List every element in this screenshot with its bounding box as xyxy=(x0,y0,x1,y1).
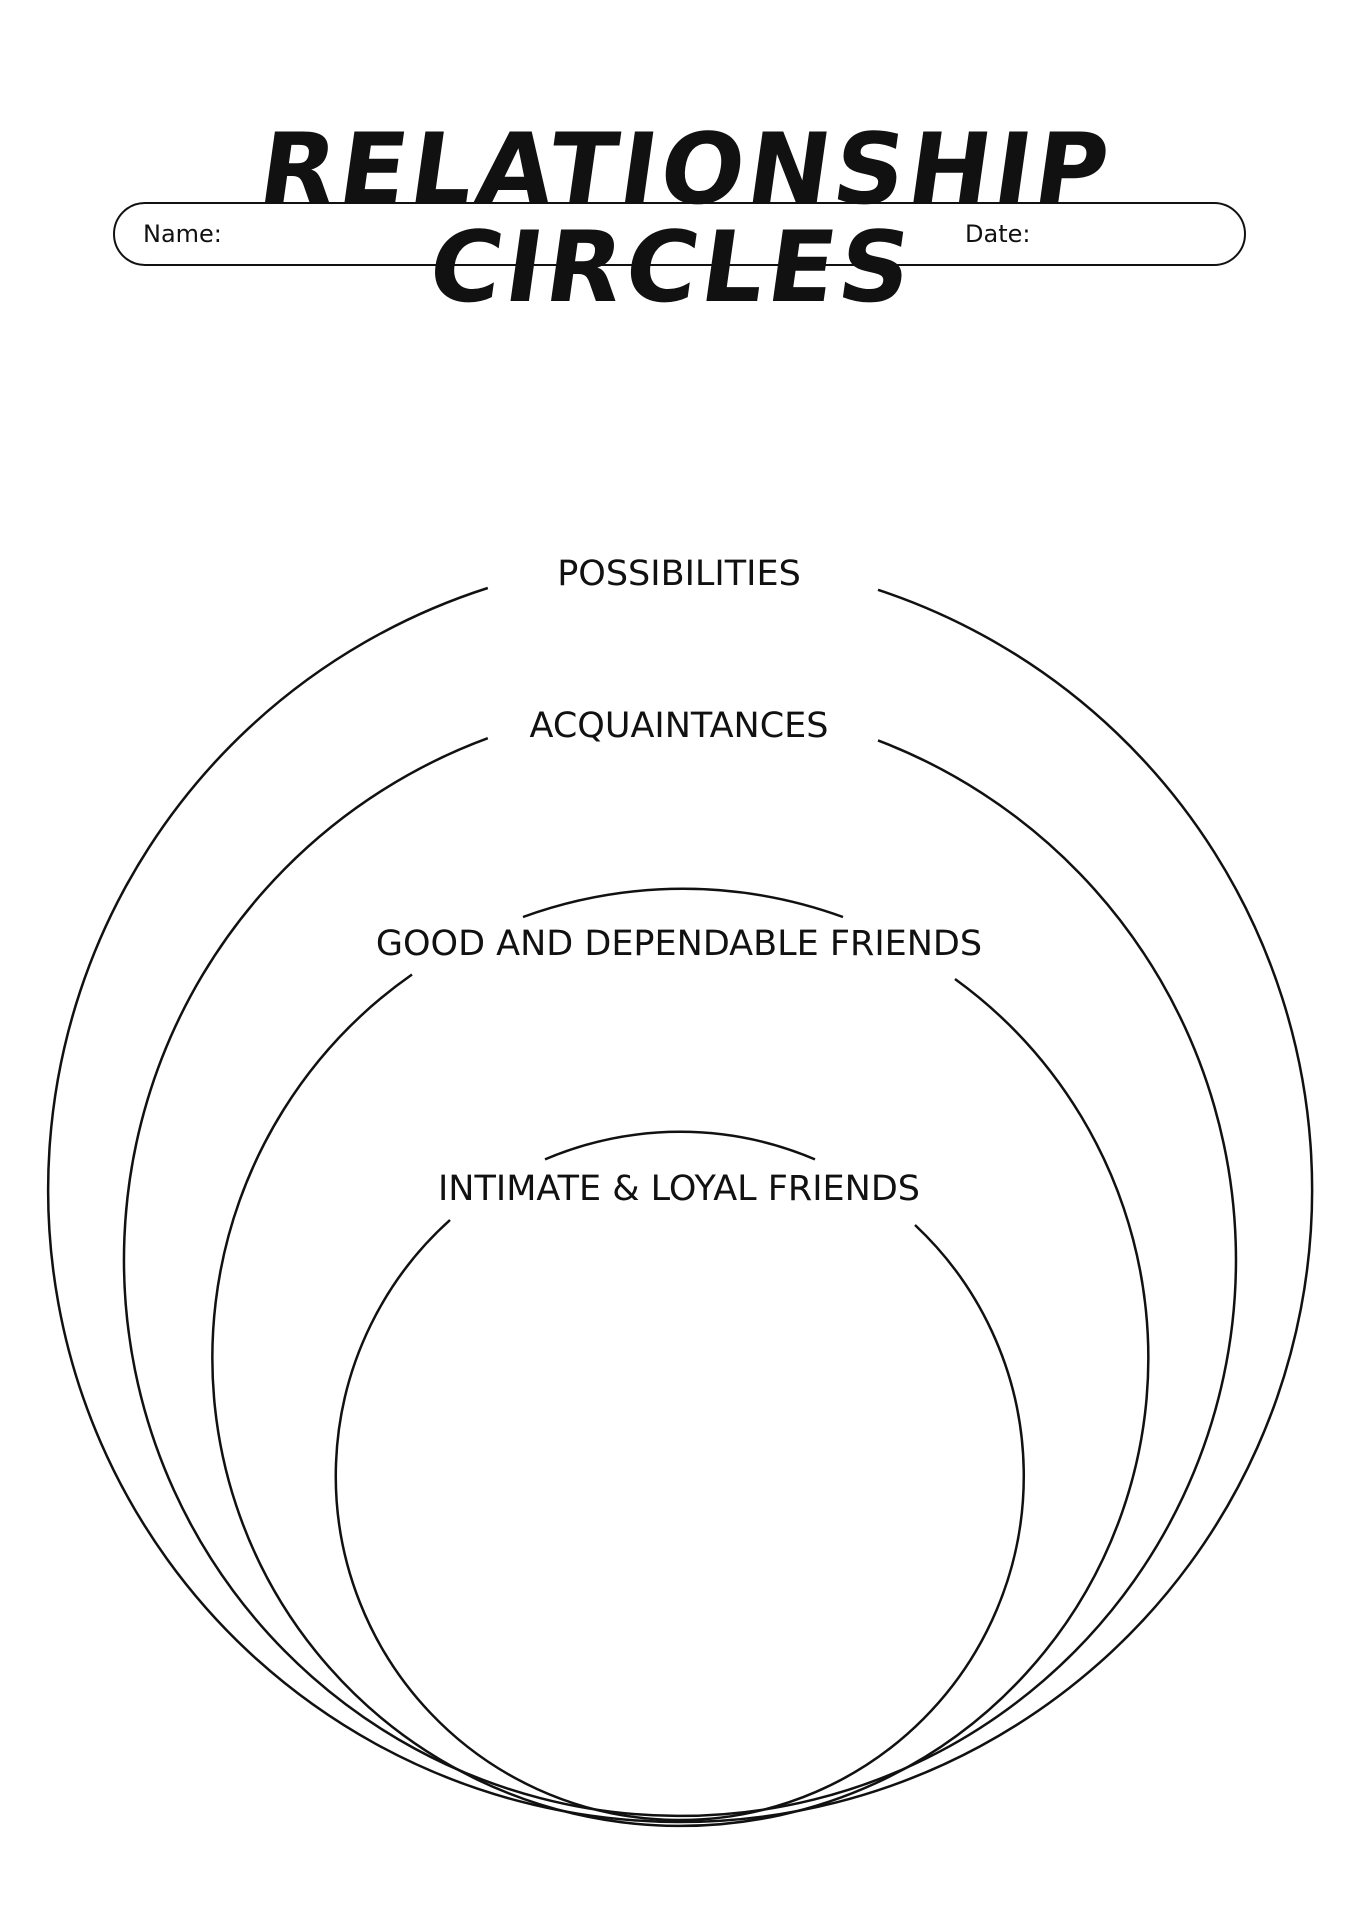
label-good-and-dependable-friends: GOOD AND DEPENDABLE FRIENDS xyxy=(375,924,983,964)
circle-good-friends-upper xyxy=(522,887,844,919)
name-date-bar[interactable]: Name: Date: xyxy=(113,202,1246,266)
label-acquaintances: ACQUAINTANCES xyxy=(529,706,829,746)
circle-possibilities xyxy=(46,586,1314,1824)
label-intimate-and-loyal-friends: INTIMATE & LOYAL FRIENDS xyxy=(437,1169,921,1209)
circle-good-friends-lower xyxy=(211,973,1150,1828)
label-possibilities: POSSIBILITIES xyxy=(557,554,801,594)
circle-acquaintances xyxy=(122,737,1238,1818)
circle-intimate-lower xyxy=(334,1219,1026,1822)
date-label: Date: xyxy=(965,220,1031,248)
name-label: Name: xyxy=(143,220,222,248)
circle-intimate-upper xyxy=(544,1130,816,1161)
